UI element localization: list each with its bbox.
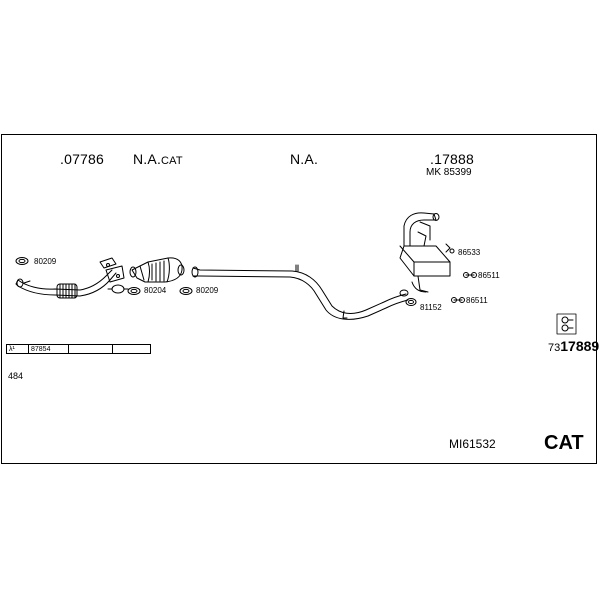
gasket-80204-icon: [127, 287, 141, 295]
reference-number: 7317889: [548, 339, 599, 355]
legend-empty-cell: [113, 345, 150, 353]
clamp-icon: [107, 284, 129, 294]
sensor-legend-table: λ¹ 87854: [6, 344, 151, 354]
part-number-centre-pipe: N.A.: [290, 151, 319, 167]
gasket-rear-icon: [399, 289, 409, 297]
callout-86511-a: 86511: [478, 271, 500, 280]
callout-80204: 80204: [144, 286, 167, 295]
gasket-80209-left-icon: [15, 257, 29, 265]
part-number-front-pipe: .07786: [60, 151, 105, 167]
diagram-frame: [1, 134, 597, 464]
rear-silencer-icon: [399, 212, 451, 293]
catalytic-converter-icon: [129, 257, 185, 283]
reference-main: 17889: [560, 338, 600, 354]
legend-sensor-part: 87854: [29, 345, 69, 353]
model-code: MI61532: [449, 437, 496, 451]
callout-81152: 81152: [420, 303, 442, 312]
rubber-hanger-86511b-icon: [451, 297, 465, 303]
centre-pipe-icon: [191, 264, 409, 320]
legend-sensor-symbol: λ¹: [7, 345, 29, 353]
part-cat-sub: CAT: [161, 155, 183, 167]
part-number-cat: N.A.CAT: [133, 152, 183, 167]
type-label: CAT: [544, 432, 584, 454]
exhaust-mount-bracket-icon: [556, 313, 577, 335]
mounting-kit-label: MK 85399: [426, 167, 472, 178]
front-pipe-icon: [15, 257, 125, 299]
rubber-hanger-86533-icon: [445, 243, 455, 254]
reference-prefix: 73: [548, 342, 561, 354]
gasket-80209-mid-icon: [179, 287, 193, 295]
legend-empty-cell: [69, 345, 113, 353]
callout-86511-b: 86511: [466, 296, 488, 305]
part-cat-main: N.A.: [133, 151, 162, 167]
callout-80209-left: 80209: [34, 257, 57, 266]
callout-80209-mid: 80209: [196, 286, 219, 295]
part-number-rear-silencer: .17888: [430, 151, 475, 167]
rubber-hanger-86511a-icon: [463, 272, 477, 278]
clamp-81152-icon: [405, 298, 417, 306]
callout-86533: 86533: [458, 248, 481, 257]
note-text: 484: [8, 371, 24, 381]
